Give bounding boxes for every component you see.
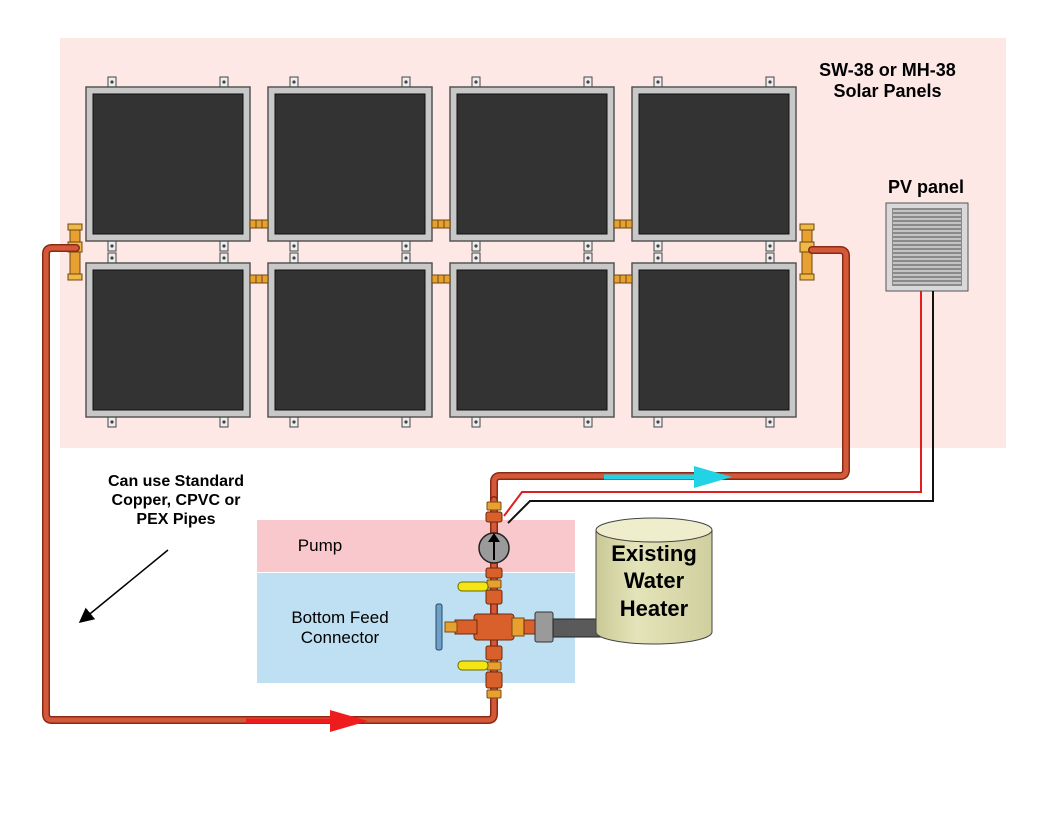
pv-panel [885,202,969,292]
panel-coupler [431,274,451,284]
pv-wiring [503,291,934,524]
panel-coupler [613,219,633,229]
panel-coupler [249,274,269,284]
hot-flow-arrow-icon [604,466,732,488]
solar-panel [267,76,433,252]
solar-panels-label: SW-38 or MH-38 Solar Panels [819,60,956,102]
bottom-feed-tee [435,603,609,651]
water-heater-label: Existing Water Heater [611,541,697,621]
solar-panel [449,252,615,428]
bottom-feed-connector-label: Bottom Feed Connector [291,608,389,648]
solar-panel [85,252,251,428]
pipes-note-label: Can use Standard Copper, CPVC or PEX Pip… [107,473,245,528]
panel-coupler [431,219,451,229]
solar-panel [85,76,251,252]
valve-handle-lower[interactable] [457,660,489,671]
solar-panel-grid [67,76,815,428]
pump-zone [257,520,575,572]
water-heater-tank [595,517,713,645]
valve-handle-upper[interactable] [457,581,489,592]
pump-label: Pump [297,536,343,555]
drain-valve-handle[interactable] [435,603,443,651]
pv-panel-label: PV panel [887,177,965,197]
cold-flow-arrow-icon [246,710,368,732]
solar-panel [267,252,433,428]
solar-panel [449,76,615,252]
riser-fittings [485,501,503,699]
solar-panel [631,252,797,428]
pump-icon[interactable] [478,532,510,564]
panel-coupler [613,274,633,284]
pointer-arrow-icon [78,549,169,623]
solar-panel [631,76,797,252]
panel-coupler [249,219,269,229]
